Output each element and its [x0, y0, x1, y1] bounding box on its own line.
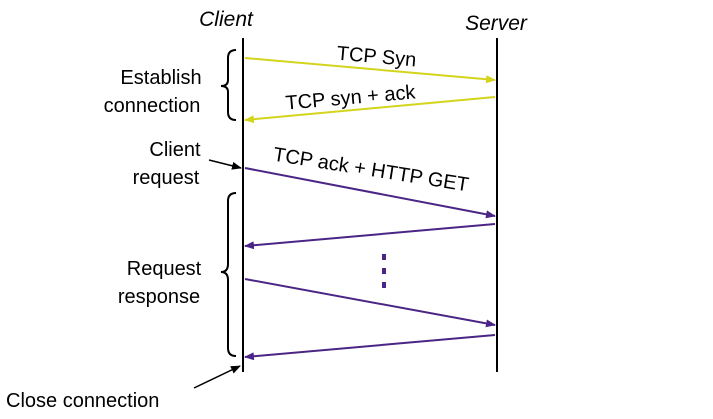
- vertical-ellipsis-icon: [382, 254, 386, 288]
- client-request-label-line2: request: [133, 167, 200, 189]
- close-connection-label: Close connection: [6, 390, 159, 412]
- tcp-ack-http-get-arrow: [244, 167, 496, 219]
- establish-brace-icon: [220, 49, 237, 121]
- client-header: Client: [199, 8, 254, 31]
- close-connection-pointer-arrow: [193, 365, 241, 389]
- client-request-label-line1: Client: [149, 139, 201, 161]
- establish-connection-label-line2: connection: [104, 95, 201, 117]
- request-response-label-line2: response: [118, 286, 200, 308]
- client-request-pointer-arrow: [208, 159, 242, 170]
- request-response-label-line1: Request: [127, 258, 202, 280]
- establish-connection-label-line1: Establish: [120, 67, 201, 89]
- tcp-syn-ack-arrow: [244, 96, 496, 124]
- response-arrow-3: [244, 334, 496, 361]
- response-brace-icon: [220, 192, 237, 357]
- response-arrow-1: [244, 223, 496, 250]
- tcp-ack-http-get-label: TCP ack + HTTP GET: [272, 144, 471, 197]
- server-header: Server: [465, 12, 528, 35]
- tcp-syn-arrow: [244, 57, 496, 84]
- response-arrow-2: [244, 278, 496, 328]
